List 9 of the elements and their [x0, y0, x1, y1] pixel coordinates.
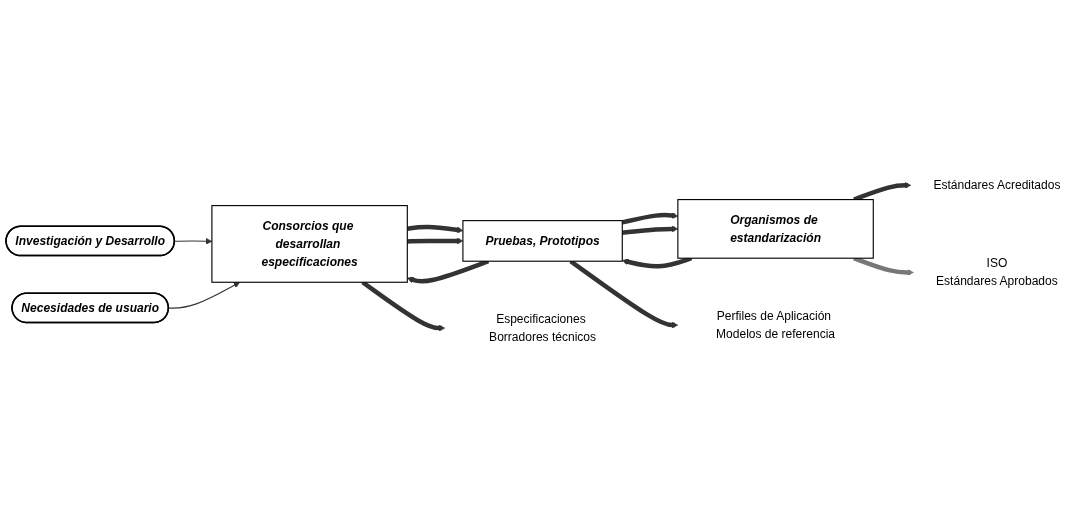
arrow	[168, 281, 240, 309]
node-box: Organismos de estandarización	[677, 198, 874, 259]
node-text: Perfiles de Aplicación Modelos de referencia	[716, 309, 836, 340]
node-box: Consorcios que desarrollan especificaciones	[211, 204, 408, 283]
node-text: Estándares Acreditados	[933, 178, 1061, 192]
node-box: Pruebas, Prototipos	[462, 219, 623, 262]
node-text: Especificaciones Borradores técnicos	[489, 312, 597, 343]
arrow	[569, 259, 679, 329]
node-text: ISO Estándares Aprobados	[936, 256, 1058, 288]
